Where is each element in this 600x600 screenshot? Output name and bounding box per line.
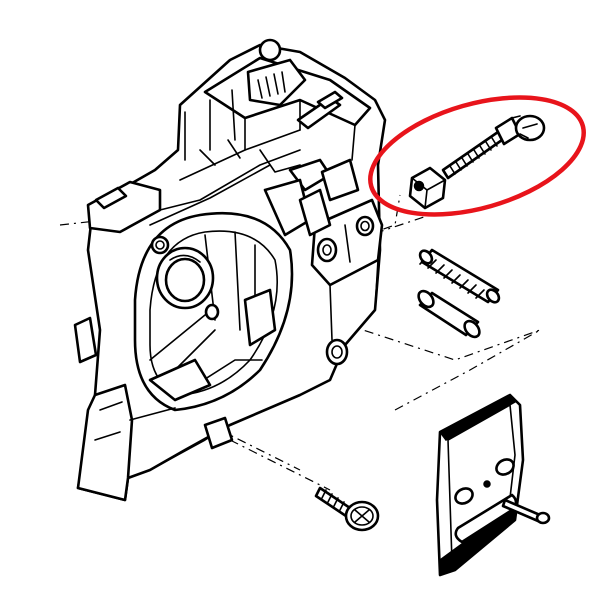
tensioner-nut: [408, 166, 447, 210]
chain-tensioner-screw: [441, 114, 546, 180]
bar-stud: [418, 248, 501, 304]
case-screw: [314, 486, 380, 532]
guide-pin: [417, 289, 481, 339]
plate-screw: [501, 498, 551, 525]
highlight-circle: [368, 95, 586, 217]
crankcase: [73, 38, 387, 502]
chain-guide-plate: [435, 393, 525, 577]
